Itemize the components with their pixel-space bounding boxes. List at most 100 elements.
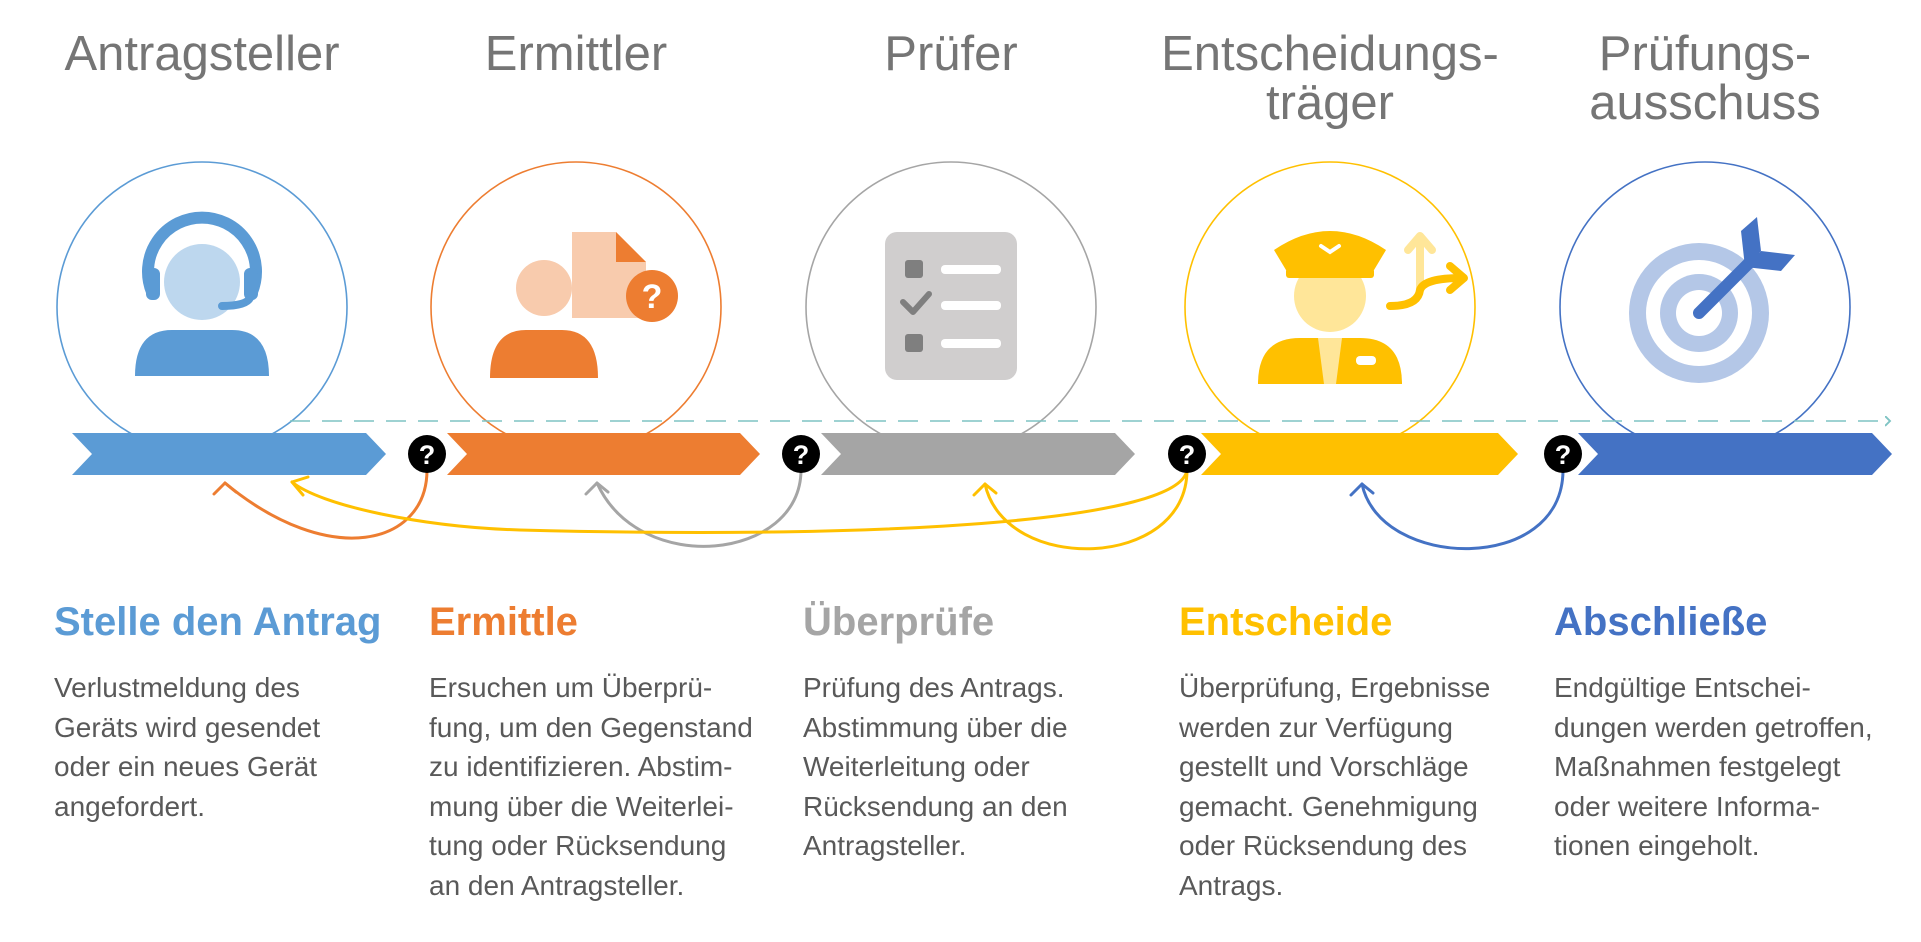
description-line: oder weitere Informa-: [1554, 790, 1821, 822]
decision-marker[interactable]: ?: [1168, 435, 1206, 473]
description-line: Geräts wird gesendet: [54, 711, 321, 743]
decision-symbol: ?: [1179, 440, 1196, 470]
return-arrowhead-1: [584, 481, 610, 496]
question-circle-icon: [1544, 435, 1582, 473]
description-line: mung über die Weiterlei-: [429, 790, 734, 822]
list-line: [941, 265, 1001, 274]
step-heading-entscheidungstraeger: Entscheide: [1179, 600, 1393, 644]
officer-decision-icon: [1258, 231, 1468, 384]
question-circle-icon: [782, 435, 820, 473]
description-line: Antrags.: [1179, 869, 1284, 901]
headset-mic: [218, 294, 254, 310]
step-description-ermittler: Ersuchen um Überprü-fung, um den Gegenst…: [429, 668, 789, 905]
description-line: tionen eingeholt.: [1554, 830, 1760, 861]
return-arrow-3: [983, 468, 1189, 551]
dart-fin: [1741, 217, 1761, 267]
role-title-line: Prüfungs-: [1598, 27, 1812, 81]
description-line: Verlustmeldung des: [54, 672, 300, 703]
return-arrow-2: [290, 468, 1189, 534]
description-line: Weiterleitung oder: [803, 751, 1030, 782]
description-line: fung, um den Gegenstand: [429, 711, 753, 743]
description-line: Rücksendung an den: [803, 790, 1068, 822]
description-line: tung oder Rücksendung: [429, 830, 727, 861]
check-mark: [900, 291, 932, 315]
description-line: zu identifizieren. Abstim-: [429, 751, 733, 782]
cap-band: [1286, 268, 1374, 278]
dart-fin: [1745, 251, 1795, 271]
description-line: Antragsteller.: [803, 830, 967, 861]
checklist-icon: [885, 232, 1017, 380]
decision-marker[interactable]: ?: [1544, 435, 1582, 473]
decision-marker[interactable]: ?: [408, 435, 446, 473]
description-line: gemacht. Genehmigung: [1179, 790, 1478, 822]
decision-symbol: ?: [793, 440, 810, 470]
decision-marker[interactable]: ?: [782, 435, 820, 473]
question-circle-icon: [1168, 435, 1206, 473]
step-chevron-antragsteller: [72, 433, 386, 475]
headset-band: [142, 211, 262, 298]
role-title-pruefungsausschuss: Prüfungs-ausschuss: [1525, 30, 1885, 128]
step-heading-pruefungsausschuss: Abschließe: [1554, 600, 1768, 644]
description-line: Abstimmung über die: [803, 711, 1068, 743]
description-line: dungen werden getroffen,: [1554, 711, 1873, 743]
return-arrow-1: [595, 468, 803, 548]
question-circle-icon: [408, 435, 446, 473]
headset-ear: [244, 268, 258, 300]
headset-ear: [146, 268, 160, 300]
question-badge: [626, 270, 678, 322]
arrow-turn: [1386, 262, 1468, 310]
officer-badge: [1356, 356, 1376, 365]
decision-symbol: ?: [419, 440, 436, 470]
description-line: oder Rücksendung des: [1179, 830, 1467, 861]
description-line: angefordert.: [54, 790, 205, 822]
support-agent-icon: [135, 211, 269, 376]
document-fold: [616, 232, 646, 262]
step-description-pruefungsausschuss: Endgültige Entschei-dungen werden getrof…: [1554, 668, 1914, 866]
decision-symbol: ?: [1555, 440, 1572, 470]
role-title-line: Ermittler: [484, 27, 668, 81]
return-arrow-4: [1360, 468, 1565, 551]
step-description-entscheidungstraeger: Überprüfung, Ergebnisse werden zur Verfüg…: [1179, 668, 1539, 905]
description-line: gestellt und Vorschläge: [1179, 751, 1469, 782]
description-line: werden zur Verfügung: [1179, 711, 1453, 743]
return-arrow-0: [223, 468, 429, 540]
step-heading-antragsteller: Stelle den Antrag: [54, 600, 382, 644]
arrow-straight: [1404, 232, 1436, 294]
target-dart-icon: [1629, 217, 1795, 383]
person-body: [490, 330, 598, 378]
role-title-line: Prüfer: [884, 27, 1018, 81]
agent-body: [135, 330, 269, 376]
step-heading-ermittler: Ermittle: [429, 600, 578, 644]
role-title-line: Entscheidungs-: [1161, 27, 1499, 81]
role-title-line: Antragsteller: [64, 27, 340, 81]
person-document-question-icon: ?: [490, 232, 678, 378]
return-arrowhead-3: [972, 482, 998, 497]
role-title-line: ausschuss: [1589, 76, 1821, 130]
step-chevron-ermittler: [447, 433, 760, 475]
agent-head: [164, 244, 240, 320]
cap-emblem: [1319, 244, 1341, 255]
list-line: [941, 301, 1001, 310]
description-line: oder ein neues Gerät: [54, 751, 318, 782]
return-arrowhead-2: [290, 475, 310, 497]
role-title-entscheidungstraeger: Entscheidungs-träger: [1150, 30, 1510, 128]
description-line: Prüfung des Antrags.: [803, 672, 1065, 703]
role-title-antragsteller: Antragsteller: [22, 30, 382, 79]
step-chevron-pruefer: [821, 433, 1135, 475]
person-head: [516, 260, 572, 316]
return-arrowhead-0: [212, 481, 238, 496]
step-heading-pruefer: Überprüfe: [803, 600, 995, 644]
check-box: [905, 334, 923, 352]
step-chevron-entscheidungstraeger: [1201, 433, 1518, 475]
step-chevron-pruefungsausschuss: [1578, 433, 1892, 475]
description-line: Maßnahmen festgelegt: [1554, 751, 1841, 782]
question-mark: ?: [642, 278, 663, 316]
check-box: [905, 260, 923, 278]
role-title-line: träger: [1265, 76, 1394, 130]
description-line: Überprüfung, Ergebnisse: [1179, 672, 1491, 703]
description-line: Ersuchen um Überprü-: [429, 672, 713, 703]
